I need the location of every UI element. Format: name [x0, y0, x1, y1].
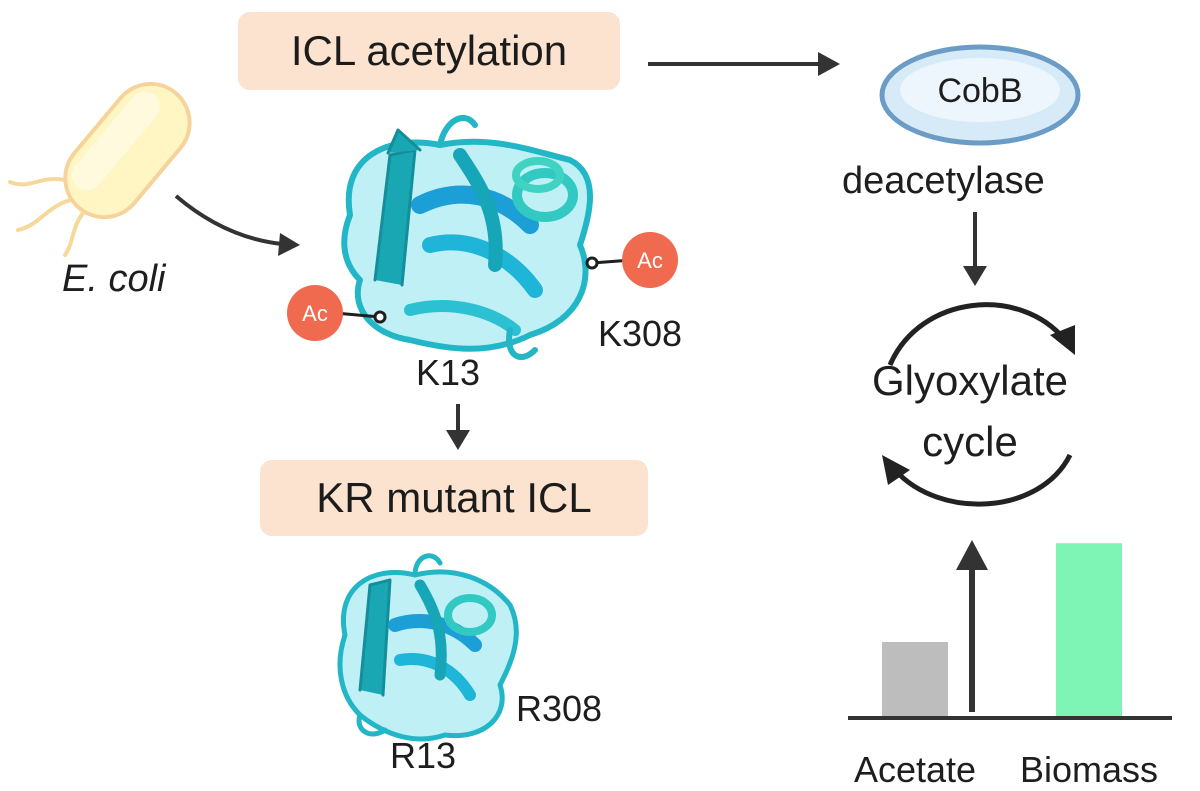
- acetyl-group-left: Ac: [287, 285, 343, 341]
- bar-biomass: [1056, 543, 1122, 718]
- acetate-biomass-bar-chart: Acetate Biomass: [848, 540, 1172, 790]
- enzyme-role: deacetylase: [842, 160, 1045, 202]
- cycle-label-line1: Glyoxylate: [871, 357, 1069, 404]
- arrow-icl-to-cobb: [648, 52, 840, 76]
- site-label-k13: K13: [416, 352, 481, 393]
- mutant-icl-protein: [337, 553, 519, 742]
- acetyl-group-right: Ac: [622, 232, 678, 288]
- site-label-r308: R308: [516, 688, 603, 729]
- svg-text:Ac: Ac: [302, 301, 328, 326]
- cobb-enzyme-shape: [879, 44, 1081, 146]
- bar-acetate: [882, 642, 948, 718]
- organism-label: E. coli: [62, 258, 166, 300]
- bar-label-acetate: Acetate: [854, 749, 976, 790]
- bacterium-illustration: [8, 81, 192, 257]
- kr-mutant-icl-box: KR mutant ICL: [260, 460, 648, 536]
- cycle-label-line2: cycle: [922, 418, 1018, 465]
- arrow-cobb-to-cycle: [963, 212, 987, 286]
- increase-arrow-head: [956, 540, 988, 570]
- arrow-ecoli-to-protein: [174, 194, 300, 256]
- enzyme-name: CobB: [937, 72, 1023, 110]
- acetylated-icl-protein: Ac Ac: [287, 114, 678, 361]
- svg-text:Ac: Ac: [637, 248, 663, 273]
- site-label-k308: K308: [598, 313, 683, 354]
- bar-label-biomass: Biomass: [1020, 749, 1158, 790]
- bacterium-flagella: [8, 177, 87, 257]
- cycle-arrows: [882, 302, 1075, 507]
- arrow-protein-to-mutant: [446, 404, 470, 450]
- site-label-r13: R13: [390, 735, 457, 776]
- icl-acetylation-box: ICL acetylation: [238, 12, 620, 90]
